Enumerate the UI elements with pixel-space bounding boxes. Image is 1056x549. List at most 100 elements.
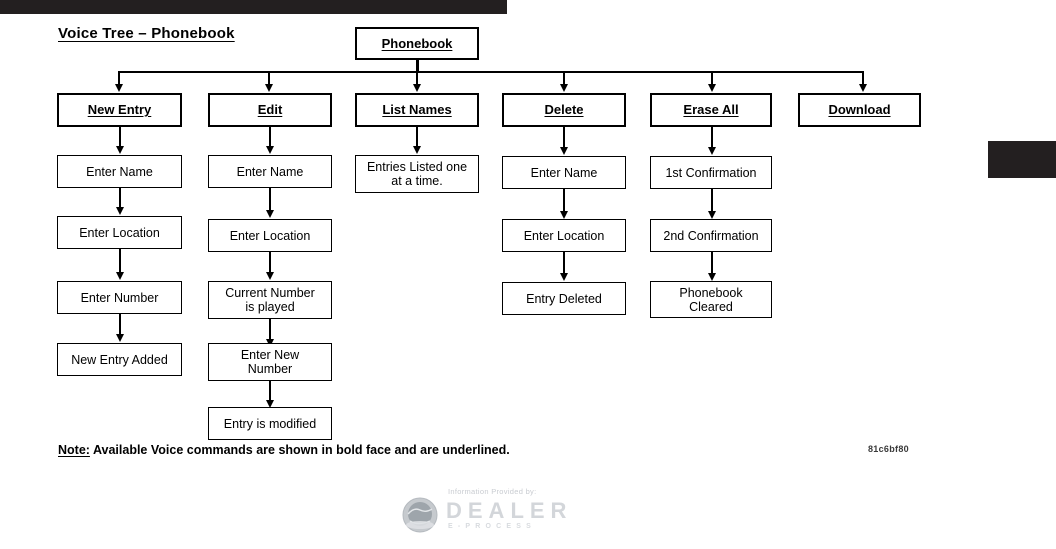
connector-c2-s4 xyxy=(269,381,271,403)
node-label: Enter Location xyxy=(79,225,160,240)
connector-c2-s1 xyxy=(269,188,271,211)
node-label: Enter Name xyxy=(86,164,153,179)
connector-c5-s1 xyxy=(711,189,713,212)
globe-icon xyxy=(402,497,438,533)
arrow-c5-s1 xyxy=(707,211,716,219)
node-command-list-names: List Names xyxy=(355,93,479,127)
node-label: Enter Location xyxy=(229,228,311,243)
right-black-tab xyxy=(988,141,1056,178)
connector-c4-s1 xyxy=(563,189,565,212)
connector-c5-s0 xyxy=(711,127,713,148)
node-erase-all-phonebook-cleared: Phonebook Cleared xyxy=(650,281,772,318)
node-label: Enter New Number xyxy=(240,348,300,376)
footer-logo: Information Provided by: DEALER E-PROCES… xyxy=(396,487,596,539)
node-label: New Entry Added xyxy=(71,352,168,367)
note-line: Note: Available Voice commands are shown… xyxy=(58,443,510,457)
node-command-delete: Delete xyxy=(502,93,626,127)
node-command-new-entry: New Entry xyxy=(57,93,182,127)
arrow-c4-s0 xyxy=(559,147,568,155)
node-label: Enter Name xyxy=(236,164,304,179)
node-label: Entry is modified xyxy=(223,416,317,431)
footer-provided-by: Information Provided by: xyxy=(448,487,537,496)
arrow-to-list-names xyxy=(412,84,421,92)
node-erase-all-2nd-confirmation: 2nd Confirmation xyxy=(650,219,772,252)
connector-c2-s3 xyxy=(269,319,271,340)
connector-c4-s2 xyxy=(563,252,565,274)
arrow-to-erase-all xyxy=(707,84,716,92)
node-label: Delete xyxy=(544,102,584,117)
node-phonebook-root: Phonebook xyxy=(355,27,479,60)
connector-leg-download xyxy=(862,71,864,85)
arrow-c1-s3 xyxy=(115,334,124,342)
connector-leg-new-entry xyxy=(118,71,120,85)
node-new-entry-enter-number: Enter Number xyxy=(57,281,182,314)
node-label: Current Number is played xyxy=(225,286,315,314)
node-edit-enter-new-number: Enter New Number xyxy=(208,343,332,381)
arrow-c1-s0 xyxy=(115,146,124,154)
node-label: 1st Confirmation xyxy=(665,165,757,180)
node-label: Erase All xyxy=(683,102,739,117)
connector-c4-s0 xyxy=(563,127,565,148)
arrow-c4-s2 xyxy=(559,273,568,281)
node-command-edit: Edit xyxy=(208,93,332,127)
footer-brand-sub: E-PROCESS xyxy=(448,523,537,530)
connector-c1-s2 xyxy=(119,249,121,273)
node-label: Entries Listed one at a time. xyxy=(366,160,468,188)
node-label: Phonebook xyxy=(381,35,453,51)
connector-c3-s0 xyxy=(416,127,418,147)
arrow-c2-s2 xyxy=(265,272,274,280)
node-label: Phonebook Cleared xyxy=(679,285,743,314)
node-delete-entry-deleted: Entry Deleted xyxy=(502,282,626,315)
connector-bus xyxy=(118,71,863,73)
arrow-to-edit xyxy=(264,84,273,92)
connector-leg-erase-all xyxy=(711,71,713,85)
node-label: New Entry xyxy=(87,102,152,117)
arrow-to-new-entry xyxy=(114,84,123,92)
note-text: Available Voice commands are shown in bo… xyxy=(89,443,510,457)
connector-c2-s0 xyxy=(269,127,271,147)
node-delete-enter-location: Enter Location xyxy=(502,219,626,252)
connector-c1-s3 xyxy=(119,314,121,335)
arrow-c5-s0 xyxy=(707,147,716,155)
node-command-download: Download xyxy=(798,93,921,127)
node-edit-entry-modified: Entry is modified xyxy=(208,407,332,440)
arrow-c3-s0 xyxy=(412,146,421,154)
node-new-entry-added: New Entry Added xyxy=(57,343,182,376)
arrow-to-delete xyxy=(559,84,568,92)
node-list-names-entries-listed: Entries Listed one at a time. xyxy=(355,155,479,193)
page-title: Voice Tree – Phonebook xyxy=(58,25,235,42)
node-label: Enter Location xyxy=(523,228,605,243)
arrow-c1-s1 xyxy=(115,207,124,215)
node-new-entry-enter-location: Enter Location xyxy=(57,216,182,249)
top-black-bar xyxy=(0,0,507,14)
node-new-entry-enter-name: Enter Name xyxy=(57,155,182,188)
node-delete-enter-name: Enter Name xyxy=(502,156,626,189)
footer-brand: DEALER xyxy=(446,498,573,523)
node-edit-current-number-played: Current Number is played xyxy=(208,281,332,319)
node-label: Download xyxy=(828,102,891,117)
connector-c5-s2 xyxy=(711,252,713,274)
connector-c1-s0 xyxy=(119,127,121,147)
arrow-c2-s1 xyxy=(265,210,274,218)
connector-c1-s1 xyxy=(119,188,121,208)
node-command-erase-all: Erase All xyxy=(650,93,772,127)
node-label: 2nd Confirmation xyxy=(663,228,759,243)
note-prefix: Note: xyxy=(58,443,90,457)
arrow-c5-s2 xyxy=(707,273,716,281)
connector-leg-edit xyxy=(268,71,270,85)
node-erase-all-1st-confirmation: 1st Confirmation xyxy=(650,156,772,189)
arrow-c2-s4 xyxy=(265,400,274,408)
arrow-c1-s2 xyxy=(115,272,124,280)
arrow-c2-s0 xyxy=(265,146,274,154)
arrow-to-download xyxy=(858,84,867,92)
connector-root-stem xyxy=(416,60,419,72)
connector-leg-list-names xyxy=(416,71,418,85)
arrow-c4-s1 xyxy=(559,211,568,219)
node-label: Enter Name xyxy=(530,165,598,180)
node-label: Entry Deleted xyxy=(526,291,602,306)
node-label: List Names xyxy=(382,102,452,117)
document-id: 81c6bf80 xyxy=(868,444,909,454)
node-edit-enter-name: Enter Name xyxy=(208,155,332,188)
node-label: Enter Number xyxy=(80,290,159,305)
